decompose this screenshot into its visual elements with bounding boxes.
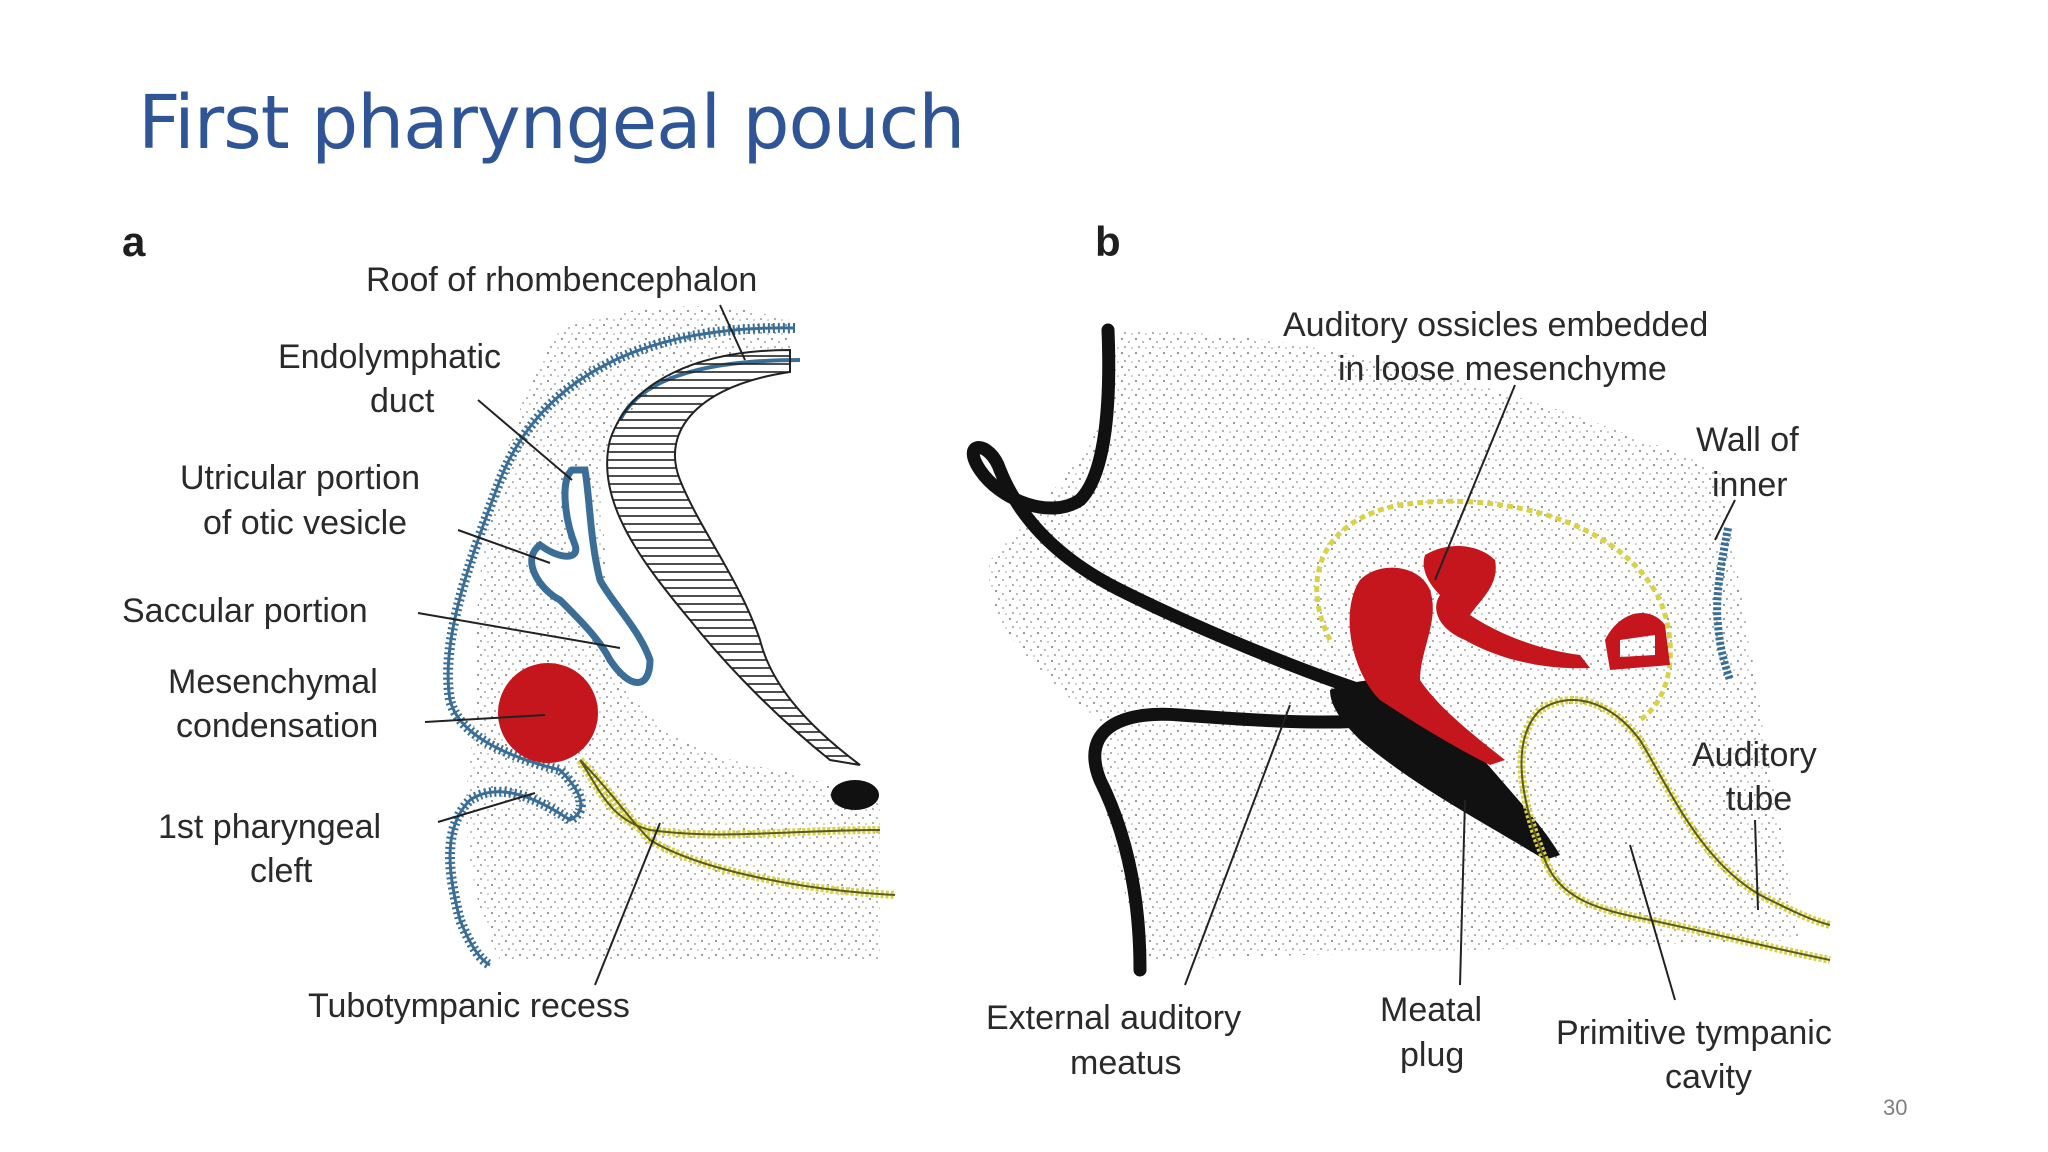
panel-b-external-meatus-wall xyxy=(966,323,1367,697)
panel-a: a Roof of rhombencephalon xyxy=(122,218,896,1025)
label-endolymphatic-duct-2: duct xyxy=(370,382,435,420)
label-wall-of-inner-1: Wall of xyxy=(1696,421,1799,459)
label-auditory-tube-2: tube xyxy=(1726,780,1792,818)
label-utricular-portion-1: Utricular portion xyxy=(180,459,420,497)
panel-b-incus xyxy=(1423,545,1590,669)
label-mesenchymal-condensation-1: Mesenchymal xyxy=(168,663,378,701)
panel-a-endoderm-line xyxy=(579,759,896,896)
panel-a-letter: a xyxy=(122,218,146,265)
label-external-meatus-1: External auditory xyxy=(986,999,1241,1037)
label-mesenchymal-condensation-2: condensation xyxy=(176,707,378,745)
panel-b-malleus xyxy=(1349,567,1505,765)
label-external-meatus-2: meatus xyxy=(1070,1044,1182,1082)
label-primitive-tympanic-2: cavity xyxy=(1665,1058,1752,1096)
page-number: 30 xyxy=(1883,1095,1908,1120)
label-auditory-tube-1: Auditory xyxy=(1692,736,1817,774)
panel-a-ectoderm-line xyxy=(446,326,796,967)
label-pharyngeal-cleft-2: cleft xyxy=(250,852,313,890)
label-ossicles-1: Auditory ossicles embedded xyxy=(1283,306,1708,344)
panel-a-otic-vesicle xyxy=(528,466,654,686)
label-utricular-portion-2: of otic vesicle xyxy=(203,504,407,542)
panel-b-inner-ear-wall xyxy=(1713,527,1734,682)
panel-b: b Auditory ossicles embedded in xyxy=(966,218,1832,1096)
label-endolymphatic-duct-1: Endolymphatic xyxy=(278,338,501,376)
panel-a-notochord xyxy=(831,780,879,810)
panel-b-meatal-plug xyxy=(1330,680,1560,860)
panel-b-letter: b xyxy=(1095,218,1121,265)
panel-b-endoderm-line xyxy=(1520,699,1831,961)
label-saccular-portion: Saccular portion xyxy=(122,592,368,630)
label-meatal-plug-2: plug xyxy=(1400,1036,1464,1074)
label-tubotympanic-recess: Tubotympanic recess xyxy=(308,987,630,1025)
label-wall-of-inner-2: inner xyxy=(1712,466,1788,504)
label-meatal-plug-1: Meatal xyxy=(1380,991,1482,1029)
panel-a-hindbrain-wall xyxy=(606,348,861,766)
panel-b-leader-lines xyxy=(1184,384,1759,1001)
panel-b-stapes xyxy=(1605,613,1670,670)
label-primitive-tympanic-1: Primitive tympanic xyxy=(1556,1014,1832,1052)
label-pharyngeal-cleft-1: 1st pharyngeal xyxy=(158,808,381,846)
label-ossicles-2: in loose mesenchyme xyxy=(1338,350,1667,388)
panel-b-lower-meatus-wall xyxy=(1088,707,1387,977)
panel-b-ossicle-boundary xyxy=(1314,498,1673,723)
slide-title: First pharyngeal pouch xyxy=(138,80,965,166)
label-roof-rhombencephalon: Roof of rhombencephalon xyxy=(366,261,757,299)
panel-a-mesenchymal-condensation xyxy=(498,663,598,763)
panel-a-leader-lines xyxy=(417,304,746,986)
